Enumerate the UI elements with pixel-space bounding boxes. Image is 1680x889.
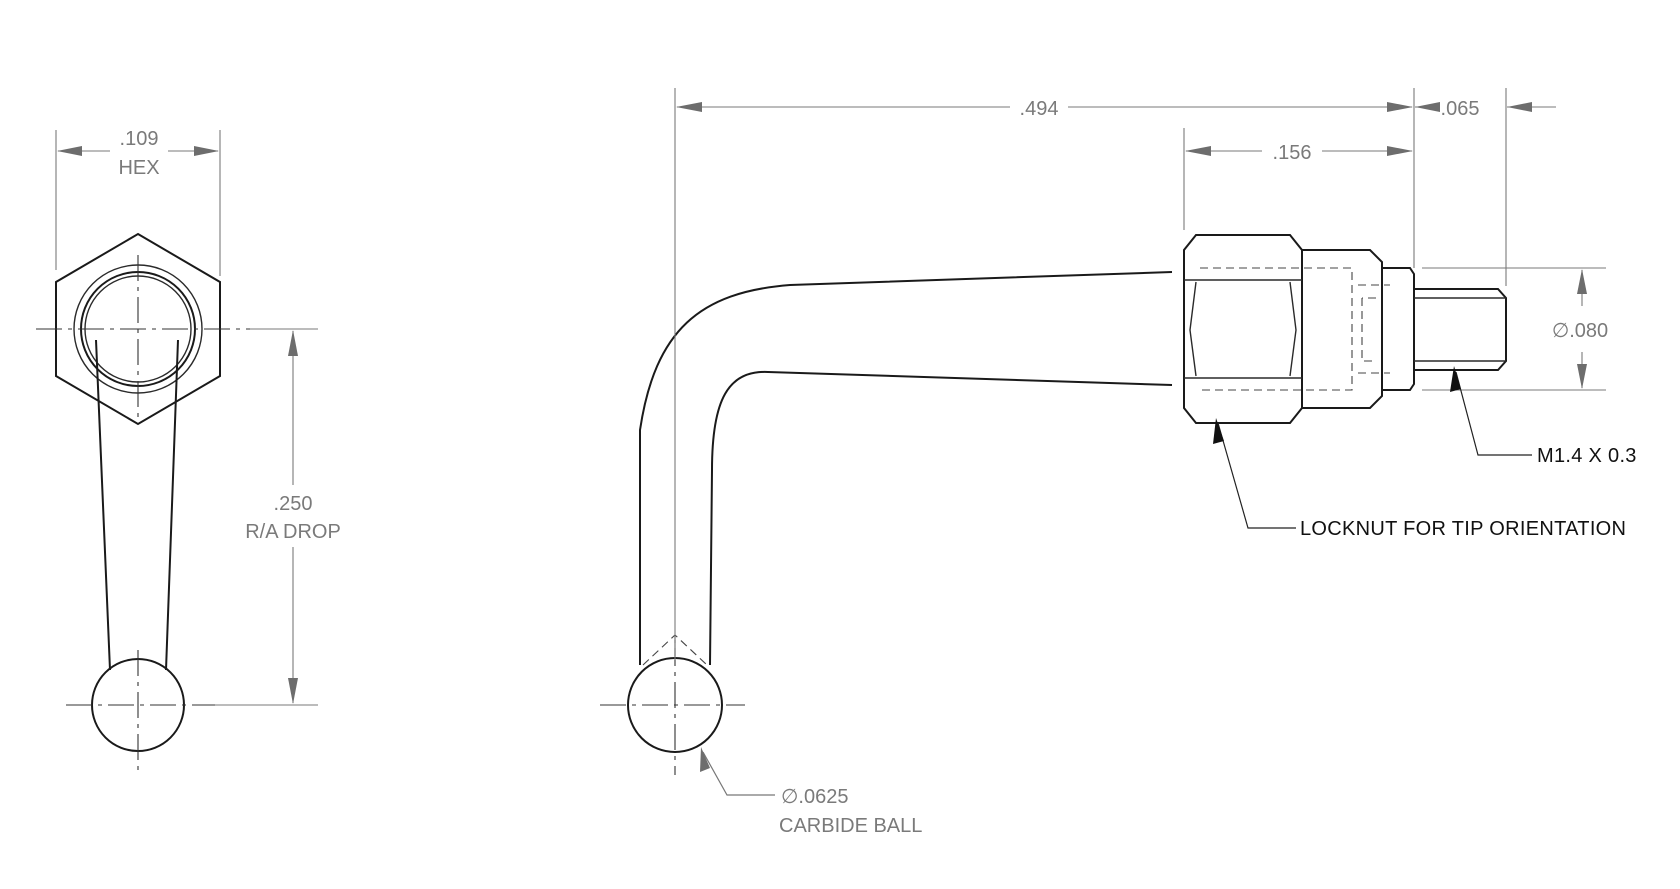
locknut-length-value: .156 <box>1273 142 1312 164</box>
hex-arrow-left <box>57 146 82 156</box>
side-view: .109 HEX .250 R/A DROP <box>36 128 341 775</box>
drop-label: R/A DROP <box>245 521 341 543</box>
hex-outline <box>55 232 221 426</box>
front-view: .494 .065 .156 ∅.080 M1.4 X 0.3 LOCKNUT … <box>600 88 1637 837</box>
stylus-arm-inner <box>709 370 1173 666</box>
thread-arrow-left <box>1415 102 1440 112</box>
ball-leader <box>702 751 775 796</box>
ball-diameter-number: .0625 <box>798 786 848 808</box>
locknut-chamfer-arcs <box>1189 281 1297 377</box>
locknut-hex <box>1183 234 1303 424</box>
ball-diameter-symbol: ∅ <box>781 786 798 808</box>
ball-diameter-note: ∅.0625 <box>781 786 848 808</box>
ball-leader-arrow <box>700 747 710 772</box>
drop-arrow-top <box>288 330 298 356</box>
collar-body <box>1302 249 1383 409</box>
overall-arrow-left <box>676 102 702 112</box>
thread-spec-leader-arrow <box>1450 366 1461 392</box>
side-stem <box>95 339 179 671</box>
drop-value: .250 <box>274 493 313 515</box>
hex-width-label: HEX <box>118 157 159 179</box>
thread-diameter-value: ∅.080 <box>1552 320 1608 342</box>
locknut-hidden-bore <box>1200 267 1353 391</box>
drop-arrow-bottom <box>288 678 298 704</box>
stylus-arm-outer <box>639 271 1173 665</box>
threaded-tip <box>1414 288 1507 371</box>
dia-arrow-bottom <box>1577 364 1587 389</box>
overall-arrow-right <box>1387 102 1413 112</box>
thread-spec-leader <box>1455 371 1532 456</box>
overall-length-value: .494 <box>1020 98 1059 120</box>
diameter-symbol: ∅ <box>1552 320 1569 342</box>
shoulder <box>1382 267 1415 391</box>
locknut-note: LOCKNUT FOR TIP ORIENTATION <box>1300 518 1626 540</box>
tip-hidden-bore <box>1358 284 1390 374</box>
ball-label: CARBIDE BALL <box>779 815 922 837</box>
hex-arrow-right <box>194 146 219 156</box>
thread-diameter-number: .080 <box>1569 320 1608 342</box>
hex-width-value: .109 <box>120 128 159 150</box>
locknut-arrow-left <box>1185 146 1211 156</box>
thread-spec-note: M1.4 X 0.3 <box>1537 445 1637 467</box>
locknut-leader-arrow <box>1213 418 1224 444</box>
locknut-arrow-right <box>1387 146 1413 156</box>
thread-arrow-right <box>1507 102 1532 112</box>
dia-arrow-top <box>1577 269 1587 294</box>
thread-length-value: .065 <box>1441 98 1480 120</box>
locknut-leader <box>1217 422 1296 529</box>
